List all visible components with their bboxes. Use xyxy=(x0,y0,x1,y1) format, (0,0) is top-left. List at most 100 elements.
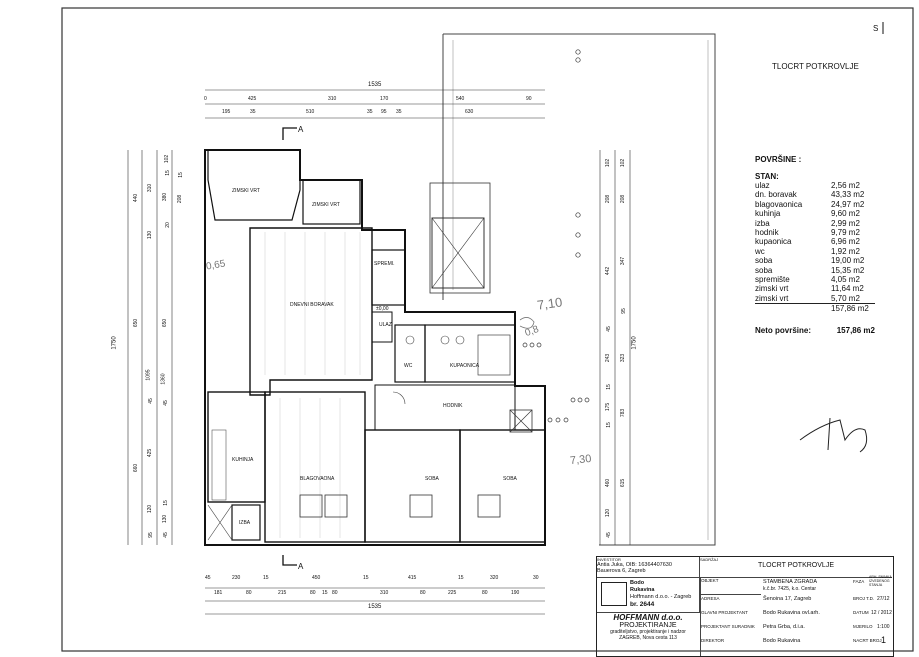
area-total: 157,86 m2 xyxy=(831,304,869,314)
room-label-dining: BLAGOVAONA xyxy=(300,476,335,482)
dim-left: 1095 xyxy=(145,369,152,381)
dim-bottom: 80 xyxy=(420,590,426,596)
dim-right: 175 xyxy=(605,402,612,412)
kitchen-counter xyxy=(211,429,227,501)
dim-bottom: 225 xyxy=(448,590,457,596)
dim-bottom: 45 xyxy=(205,575,211,581)
dim-left: 380 xyxy=(162,192,169,202)
dim-right: 120 xyxy=(605,508,612,518)
dim-right: 102 xyxy=(620,158,627,168)
bedroom-2 xyxy=(459,429,546,543)
dim-top: 35 xyxy=(396,109,402,115)
room-label-winter-garden-1: ZIMSKI VRT xyxy=(232,188,260,194)
dim-top: 90 xyxy=(526,96,532,102)
dim-bottom: 80 xyxy=(246,590,252,596)
dim-left: 130 xyxy=(147,230,154,240)
dim-left: 15 xyxy=(164,170,171,176)
dim-left: 440 xyxy=(133,193,140,203)
dim-bottom: 30 xyxy=(533,575,539,581)
bedroom-1 xyxy=(364,429,461,543)
entrance xyxy=(371,311,393,343)
dim-left: 45 xyxy=(147,398,154,404)
dim-left: 45 xyxy=(162,532,169,538)
dim-top: 170 xyxy=(380,96,389,102)
dim-top: 95 xyxy=(381,109,387,115)
company-logo xyxy=(601,582,627,606)
dim-top: 35 xyxy=(367,109,373,115)
dim-bottom: 80 xyxy=(482,590,488,596)
section-label-top: A xyxy=(298,125,304,134)
dim-right-total: 1750 xyxy=(631,336,638,350)
dim-bottom: 181 xyxy=(214,590,223,596)
dim-left-total: 1750 xyxy=(111,336,118,350)
dim-left: 310 xyxy=(147,183,154,193)
dim-bottom: 230 xyxy=(232,575,241,581)
dim-left: 102 xyxy=(164,154,171,164)
dim-top: 35 xyxy=(250,109,256,115)
dim-left: 1360 xyxy=(160,373,167,385)
dim-top: 0 xyxy=(204,96,207,102)
dim-right: 15 xyxy=(605,422,612,428)
winter-garden-1 xyxy=(207,149,301,221)
dim-bottom: 15 xyxy=(263,575,269,581)
dim-bottom: 15 xyxy=(458,575,464,581)
dim-bottom: 15 xyxy=(363,575,369,581)
handwritten-note: 7,30 xyxy=(569,452,592,468)
dim-bottom: 15 xyxy=(322,590,328,596)
dim-left: 650 xyxy=(162,318,169,328)
room-label-bedroom-2: SOBA xyxy=(503,476,517,482)
wc-fixture xyxy=(405,335,415,345)
dim-top: 195 xyxy=(222,109,231,115)
staircase xyxy=(429,182,491,294)
dim-left: 120 xyxy=(147,504,154,514)
room-label-living-room: DNEVNI BORAVAK xyxy=(290,302,334,308)
tb-fields: OBJEKT STAMBENA ZGRADA k.č.br. 7425, k.o… xyxy=(700,575,893,656)
dim-right: 45 xyxy=(605,326,612,332)
dimension-lines xyxy=(127,89,631,615)
dim-right: 243 xyxy=(605,353,612,363)
dim-right: 783 xyxy=(620,408,627,418)
dim-top: 425 xyxy=(248,96,257,102)
elevator-shaft xyxy=(431,217,485,289)
dim-top: 540 xyxy=(456,96,465,102)
dim-bottom: 450 xyxy=(312,575,321,581)
living-room-walls xyxy=(249,227,373,396)
door-swing xyxy=(392,391,406,405)
dim-bottom: 320 xyxy=(490,575,499,581)
dim-left: 15 xyxy=(162,500,169,506)
kitchen xyxy=(207,391,266,503)
tb-company: HOFFMANN d.o.o. PROJEKTIRANJE graditeljs… xyxy=(610,613,686,641)
dim-left: 15 xyxy=(177,172,184,178)
dim-right: 102 xyxy=(605,158,612,168)
tb-stamp: Bodo Rukavina Hoffmann d.o.o. - Zagreb b… xyxy=(597,578,700,613)
room-label-bedroom-1: SOBA xyxy=(425,476,439,482)
dim-left: 650 xyxy=(133,318,140,328)
room-label-entrance: ULAZ xyxy=(379,322,392,328)
sheet-border xyxy=(61,7,914,652)
bathroom xyxy=(424,324,516,383)
section-mark-bottom xyxy=(282,555,297,566)
dim-top: 630 xyxy=(465,109,474,115)
dim-bottom: 190 xyxy=(511,590,520,596)
section-label-bottom: A xyxy=(298,562,304,571)
title-block: INVESTITOR Antia Juka, OIB: 16364407630 … xyxy=(596,556,894,657)
room-label-bathroom: KUPAONICA xyxy=(450,363,480,369)
dim-bottom: 310 xyxy=(380,590,389,596)
storage-room xyxy=(371,249,406,306)
signature xyxy=(799,417,868,453)
dining-table xyxy=(299,494,323,518)
dim-right: 323 xyxy=(620,353,627,363)
dim-left: 660 xyxy=(133,463,140,473)
dim-left: 208 xyxy=(177,194,184,204)
dim-right: 615 xyxy=(620,478,627,488)
wc-room xyxy=(394,324,426,383)
